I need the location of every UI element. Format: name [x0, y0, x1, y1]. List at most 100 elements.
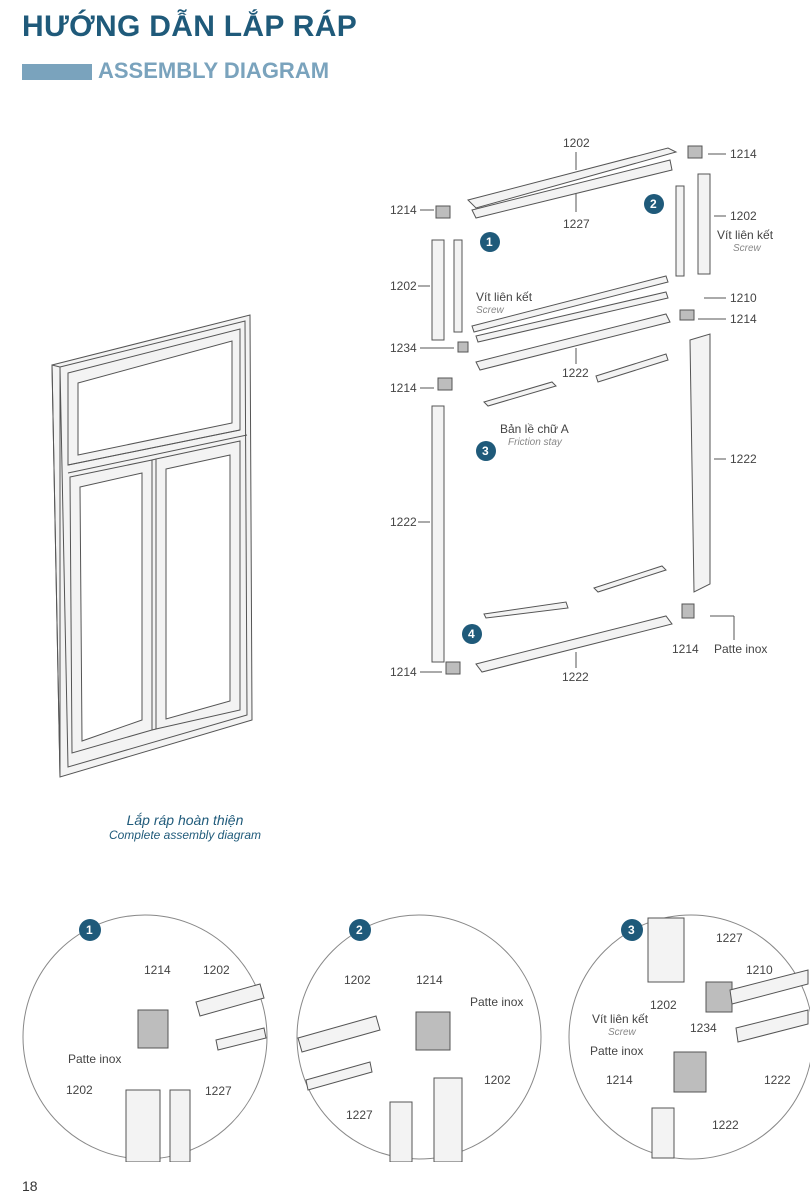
label-1227-d3: 1227: [716, 931, 743, 945]
svg-text:2: 2: [650, 197, 657, 211]
sash-bottom-1222: [475, 615, 673, 673]
label-screw-en-left: Screw: [476, 305, 505, 316]
page-subtitle: ASSEMBLY DIAGRAM: [98, 58, 330, 83]
top-profile-1202: [467, 147, 678, 209]
label-1222-sash-top: 1222: [562, 366, 589, 380]
friction-stay-bottom: [483, 601, 569, 619]
label-1227-top: 1227: [563, 217, 590, 231]
label-1202-d3: 1202: [650, 998, 677, 1012]
label-friction-stay-en: Friction stay: [508, 437, 563, 448]
label-patte-d1: Patte inox: [68, 1052, 121, 1066]
label-1202-right: 1202: [730, 209, 757, 223]
label-1214-tl: 1214: [390, 203, 417, 217]
transom-profile-1210: [471, 275, 669, 333]
corner-1214-mid-right: [679, 309, 695, 321]
badge-3: 3: [476, 441, 496, 461]
label-screw-en-d3: Screw: [608, 1027, 637, 1038]
exploded-assembly-diagram: 1202 1227 1214 1214 1202 Vít liên kết Sc…: [390, 136, 774, 684]
left-vertical-1227: [453, 239, 463, 333]
corner-1214-bottom-right: [681, 603, 695, 619]
label-1214-d3: 1214: [606, 1073, 633, 1087]
badge-4: 4: [462, 624, 482, 644]
label-1202-d1: 1202: [203, 963, 230, 977]
badge-2: 2: [644, 194, 664, 214]
label-1214-mid-right: 1214: [730, 312, 757, 326]
vertical-1222-detail-3: [651, 1107, 675, 1159]
left-vertical-1202: [431, 239, 445, 341]
label-1222-right: 1222: [730, 452, 757, 466]
page-title: HƯỚNG DẪN LẮP RÁP: [22, 10, 358, 43]
corner-1214-top-right: [687, 145, 703, 159]
detail-circle-1: 1 1214 1202 Patte inox 1202 1227: [22, 914, 268, 1162]
connector-1234: [457, 341, 469, 353]
badge-detail-3: [621, 919, 643, 941]
corner-1214-detail-3: [673, 1051, 707, 1093]
vertical-1227-detail-2: [389, 1101, 413, 1162]
label-1227-d2: 1227: [346, 1108, 373, 1122]
detail-circle-3: 3 1227 1210 1202 Vít liên kết Screw 1234…: [568, 914, 810, 1160]
corner-1214-detail-1: [137, 1009, 169, 1049]
title-accent-bar: [22, 64, 92, 80]
profile-1210-detail-3: [729, 969, 809, 1005]
caption-vi: Lắp ráp hoàn thiện: [126, 812, 244, 828]
corner-1214-left: [437, 377, 453, 391]
label-screw-en-right: Screw: [733, 243, 762, 254]
badge-detail-2-text: 2: [356, 923, 363, 937]
transom-profile-lower: [475, 291, 669, 343]
label-1234-d3: 1234: [690, 1021, 717, 1035]
svg-text:4: 4: [468, 627, 475, 641]
vertical-1202-detail-1: [125, 1089, 161, 1162]
label-screw-vi-right: Vít liên kết: [717, 228, 774, 242]
label-1210: 1210: [730, 291, 757, 305]
profile-1227-detail-2: [305, 1061, 373, 1091]
label-patte-d2: Patte inox: [470, 995, 523, 1009]
connector-1234-detail-3: [705, 981, 733, 1013]
vertical-1202-detail-3: [647, 917, 685, 983]
label-1202-d2-bottom: 1202: [484, 1073, 511, 1087]
label-screw-vi-left: Vít liên kết: [476, 290, 533, 304]
label-1214-bottom-left: 1214: [390, 665, 417, 679]
svg-text:3: 3: [482, 444, 489, 458]
right-vertical-1202: [697, 173, 711, 275]
right-vertical-1227: [675, 185, 685, 277]
badge-detail-2: [349, 919, 371, 941]
label-1222-left: 1222: [390, 515, 417, 529]
label-1214-d2: 1214: [416, 973, 443, 987]
detail-circle-2: 2 1202 1214 Patte inox 1202 1227: [296, 914, 542, 1162]
badge-detail-1-text: 1: [86, 923, 93, 937]
label-patte-d3: Patte inox: [590, 1044, 643, 1058]
sash-top-1222: [475, 313, 671, 371]
profile-1202-detail-1: [195, 983, 265, 1017]
badge-detail-1: [79, 919, 101, 941]
label-1222-d3: 1222: [764, 1073, 791, 1087]
sash-right-1222: [689, 333, 711, 593]
label-1227-d1: 1227: [205, 1084, 232, 1098]
label-1234: 1234: [390, 341, 417, 355]
label-1202-d2: 1202: [344, 973, 371, 987]
page-number: 18: [22, 1178, 38, 1194]
badge-1: 1: [480, 232, 500, 252]
corner-1214-detail-2: [415, 1011, 451, 1051]
friction-stay-top-right: [595, 353, 669, 383]
friction-stay-top: [483, 381, 557, 407]
caption-en: Complete assembly diagram: [108, 828, 262, 842]
corner-1214-top-left: [435, 205, 451, 219]
label-1214-d1: 1214: [144, 963, 171, 977]
svg-text:1: 1: [486, 235, 493, 249]
label-1202-d1-bottom: 1202: [66, 1083, 93, 1097]
profile-1227-detail-1: [215, 1027, 267, 1051]
label-1222-bottom: 1222: [562, 670, 589, 684]
corner-1214-bottom-left: [445, 661, 461, 675]
complete-assembly-caption: Lắp ráp hoàn thiện Complete assembly dia…: [80, 812, 290, 842]
sash-left-1222: [431, 405, 445, 663]
badge-detail-3-text: 3: [628, 923, 635, 937]
friction-stay-bottom-right: [593, 565, 667, 593]
top-profile-1227: [471, 159, 673, 219]
label-1210-d3: 1210: [746, 963, 773, 977]
label-friction-stay-vi: Bản lề chữ A: [500, 422, 569, 436]
vertical-1202-detail-2: [433, 1077, 463, 1162]
label-1202-top: 1202: [563, 136, 590, 150]
label-1214-tr: 1214: [730, 147, 757, 161]
vertical-1227-detail-1: [169, 1089, 191, 1162]
label-1214-bottom-right: 1214: [672, 642, 699, 656]
